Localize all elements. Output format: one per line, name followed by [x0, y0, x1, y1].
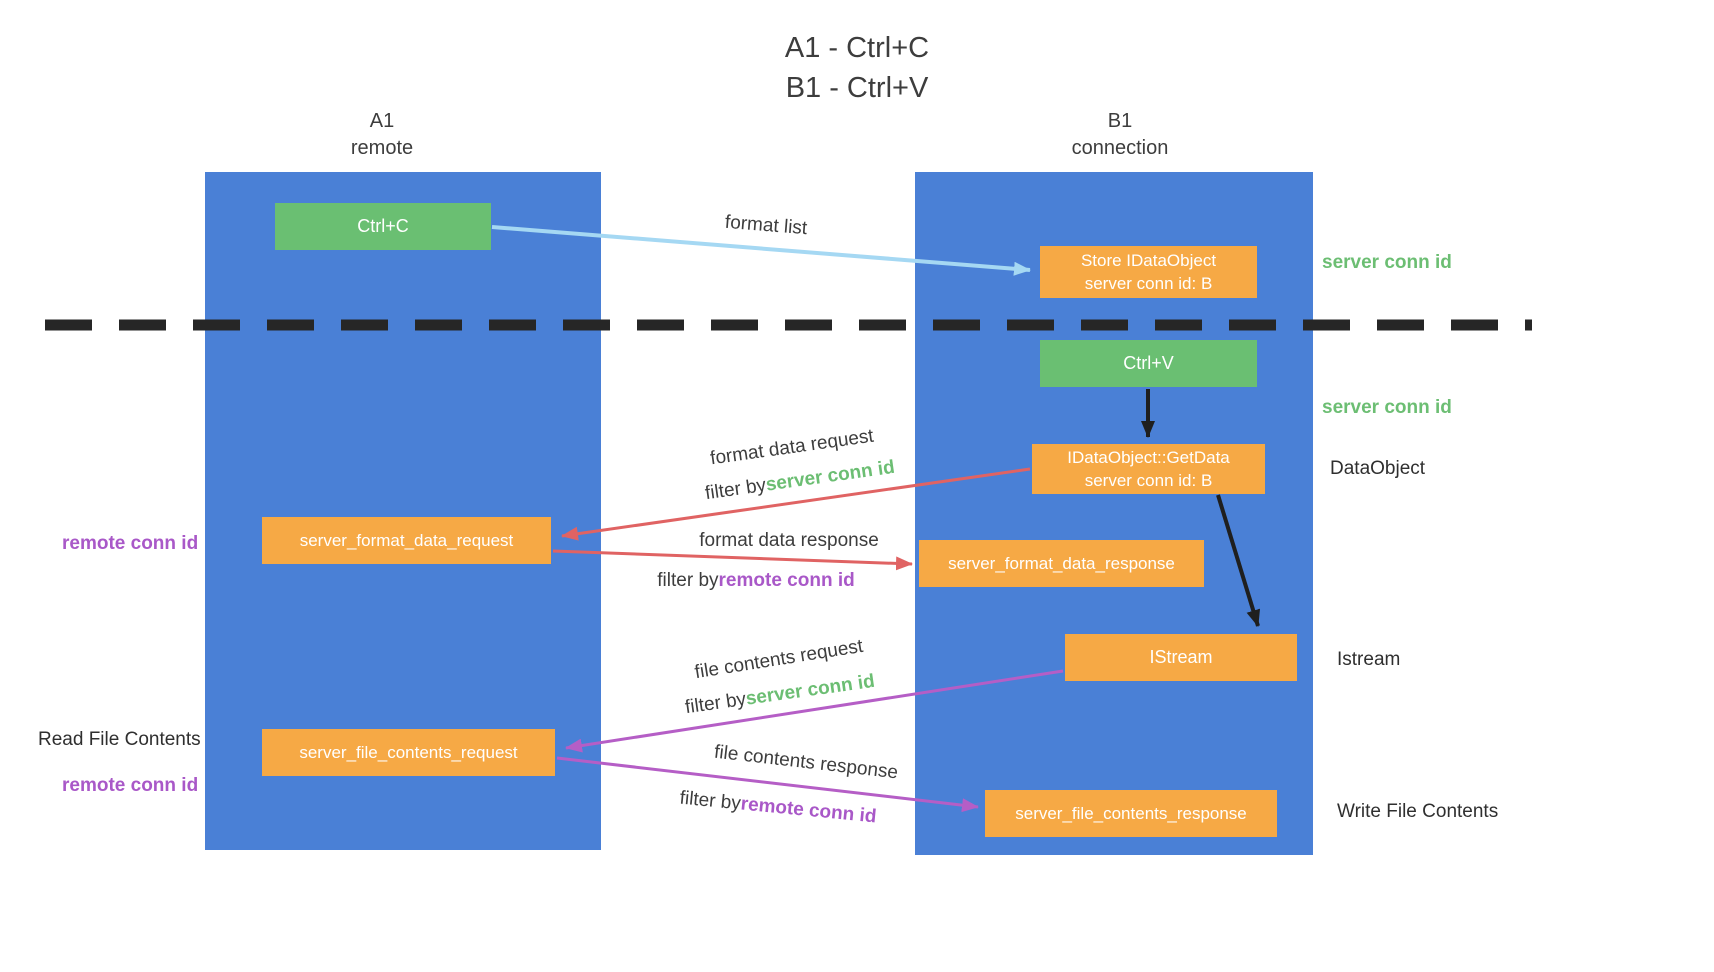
arrow-format-data-request: [561, 467, 1031, 541]
ctrl-c-node: Ctrl+C: [275, 203, 491, 250]
ctrl-v-label: Ctrl+V: [1123, 353, 1174, 373]
edge-label-filter-by-remote-conn-id-1: filter byremote conn id: [657, 570, 854, 592]
server-file-contents-request-label: server_file_contents_request: [299, 742, 518, 762]
left-label-remote-conn-id-top: remote conn id: [62, 533, 199, 554]
server-format-data-request-label: server_format_data_request: [299, 530, 514, 550]
left-column-name: A1: [369, 110, 395, 132]
arrow-format-data-response: [552, 549, 913, 571]
istream-node: IStream: [1065, 634, 1297, 681]
right-column-subtitle: connection: [1071, 137, 1169, 159]
left-column-header: A1 remote: [272, 108, 492, 162]
store-idataobject-line1: Store IDataObject: [1080, 251, 1217, 270]
title-line-2: B1 - Ctrl+V: [785, 72, 929, 104]
idataobject-getdata-node: IDataObject::GetData server conn id: B: [1032, 444, 1265, 494]
right-label-istream: Istream: [1337, 649, 1401, 670]
server-file-contents-request-node: server_file_contents_request: [262, 729, 555, 776]
filter-by-text-4: filter by: [678, 787, 742, 815]
getdata-line2: server conn id: B: [1084, 471, 1213, 490]
left-column-subtitle: remote: [350, 137, 414, 159]
arrow-file-contents-response: [556, 756, 979, 813]
right-label-dataobject: DataObject: [1330, 458, 1426, 479]
server-format-data-request-node: server_format_data_request: [262, 517, 551, 564]
right-column-header: B1 connection: [1010, 108, 1230, 162]
arrow-getdata-to-istream: [1216, 494, 1261, 627]
edge-label-format-data-response: format data response: [699, 530, 879, 551]
remote-conn-id-inline-1: remote conn id: [718, 570, 855, 591]
left-label-read-file-contents: Read File Contents: [38, 729, 201, 750]
store-idataobject-node: Store IDataObject server conn id: B: [1040, 246, 1257, 298]
title-line-1: A1 - Ctrl+C: [784, 32, 930, 64]
istream-label: IStream: [1149, 647, 1213, 667]
server-format-data-response-label: server_format_data_response: [948, 553, 1175, 573]
ctrl-v-node: Ctrl+V: [1040, 340, 1257, 387]
right-label-server-conn-id-mid: server conn id: [1322, 397, 1452, 418]
getdata-line1: IDataObject::GetData: [1067, 448, 1230, 467]
arrow-format-list: [491, 225, 1031, 276]
left-label-remote-conn-id-bottom: remote conn id: [62, 775, 199, 796]
arrow-file-contents-request: [565, 669, 1064, 753]
right-label-server-conn-id-top: server conn id: [1322, 252, 1452, 273]
filter-by-text-2: filter by: [657, 570, 719, 591]
server-format-data-response-node: server_format_data_response: [919, 540, 1204, 587]
right-column-name: B1: [1107, 110, 1133, 132]
server-file-contents-response-label: server_file_contents_response: [1015, 803, 1247, 823]
server-file-contents-response-node: server_file_contents_response: [985, 790, 1277, 837]
store-idataobject-line2: server conn id: B: [1084, 274, 1213, 293]
diagram-title: A1 - Ctrl+C B1 - Ctrl+V: [0, 28, 1714, 108]
ctrl-c-label: Ctrl+C: [357, 216, 409, 236]
right-label-write-file-contents: Write File Contents: [1337, 801, 1499, 822]
